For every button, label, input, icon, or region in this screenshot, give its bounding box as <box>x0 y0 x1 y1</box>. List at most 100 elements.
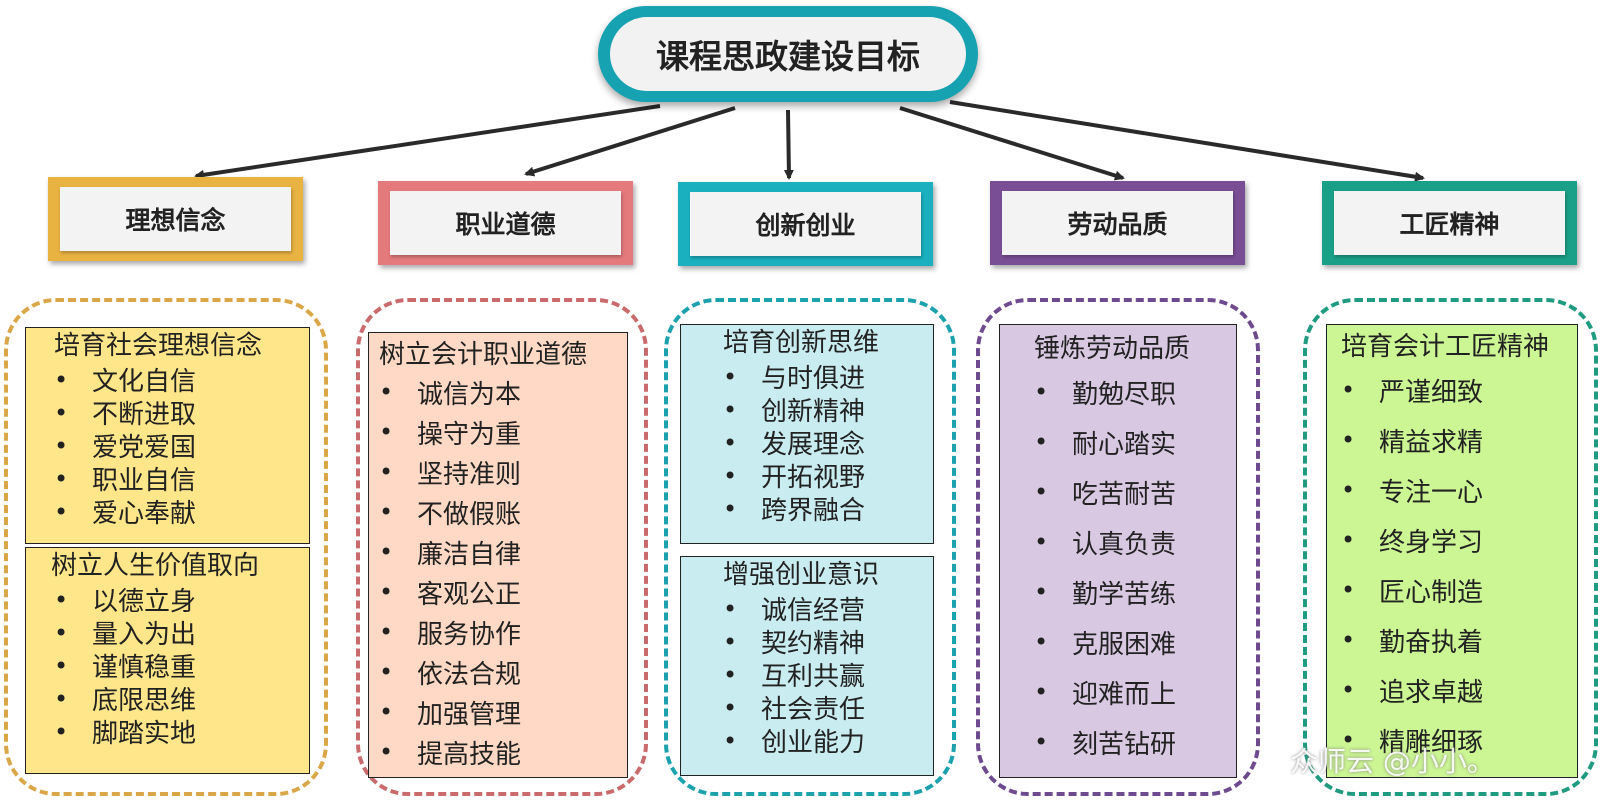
item-text: 精益求精 <box>1379 427 1484 458</box>
bullet: • <box>1034 478 1049 506</box>
category-lixiang: 理想信念 <box>48 177 303 261</box>
bullet: • <box>54 585 69 614</box>
item-text: 加强管理 <box>417 699 522 730</box>
bullet: • <box>379 698 394 726</box>
bullet: • <box>723 362 738 391</box>
list-item: •互利共赢 <box>681 658 933 693</box>
list-item: •职业自信 <box>26 462 309 497</box>
bullet: • <box>723 428 738 457</box>
list-item: •迎难而上 <box>1000 667 1236 717</box>
item-list: •与时俱进 •创新精神 •发展理念 •开拓视野 •跨界融合 <box>681 360 933 527</box>
item-text: 认真负责 <box>1072 529 1177 560</box>
item-text: 迎难而上 <box>1072 679 1177 710</box>
list-item: •与时俱进 <box>681 360 933 395</box>
bullet: • <box>1341 526 1356 554</box>
bullet: • <box>1034 628 1049 656</box>
item-text: 客观公正 <box>417 579 522 610</box>
group-box-chuangxin-siwei: 培育创新思维 •与时俱进 •创新精神 •发展理念 •开拓视野 •跨界融合 <box>680 324 934 544</box>
bullet: • <box>1341 626 1356 654</box>
item-text: 依法合规 <box>417 659 522 690</box>
group-box-rensheng-jiazhi: 树立人生价值取向 •以德立身 •量入为出 •谨慎稳重 •底限思维 •脚踏实地 <box>25 547 310 774</box>
list-item: •发展理念 <box>681 426 933 461</box>
bullet: • <box>1034 578 1049 606</box>
dashed-frame-col3 <box>664 298 956 796</box>
category-chuangxin: 创新创业 <box>678 182 933 266</box>
bullet: • <box>54 717 69 746</box>
bullet: • <box>1341 426 1356 454</box>
item-text: 追求卓越 <box>1379 677 1484 708</box>
bullet: • <box>54 684 69 713</box>
item-text: 严谨细致 <box>1379 377 1484 408</box>
bullet: • <box>1341 676 1356 704</box>
bullet: • <box>1034 428 1049 456</box>
item-list: •以德立身 •量入为出 •谨慎稳重 •底限思维 •脚踏实地 <box>26 583 309 750</box>
item-text: 克服困难 <box>1072 629 1177 660</box>
bullet: • <box>723 693 738 722</box>
group-box-laodong-pinzhi: 锤炼劳动品质 •勤勉尽职 •耐心踏实 •吃苦耐苦 •认真负责 •勤学苦练 •克服… <box>999 324 1237 778</box>
item-list: •严谨细致 •精益求精 •专注一心 •终身学习 •匠心制造 •勤奋执着 •追求卓… <box>1327 365 1577 765</box>
group-heading: 树立会计职业道德 <box>379 340 588 370</box>
item-text: 终身学习 <box>1379 527 1484 558</box>
category-title: 劳动品质 <box>1002 191 1233 255</box>
item-text: 专注一心 <box>1379 477 1484 508</box>
list-item: • 跨界融合 <box>681 492 933 527</box>
bullet: • <box>723 627 738 656</box>
item-text: 不断进取 <box>92 400 197 430</box>
item-text: 勤学苦练 <box>1072 579 1177 610</box>
list-item: • 谨慎稳重 <box>26 649 309 684</box>
item-text: 服务协作 <box>417 619 522 650</box>
item-text: 底限思维 <box>92 686 197 716</box>
item-text: 文化自信 <box>92 367 197 397</box>
list-item: • 坚持准则 <box>369 452 627 492</box>
arrow-to-col5 <box>949 100 1425 182</box>
item-text: 契约精神 <box>761 629 866 659</box>
list-item: •严谨细致 <box>1327 365 1577 415</box>
bullet: • <box>379 618 394 646</box>
bullet: • <box>1341 476 1356 504</box>
item-list: •诚信为本 •操守为重 •坚持准则 •不做假账 •廉洁自律 •客观公正 •服务协… <box>369 372 627 772</box>
item-text: 爱党爱国 <box>92 433 197 463</box>
item-text: 匠心制造 <box>1379 577 1484 608</box>
bullet: • <box>54 618 69 647</box>
group-heading: 树立人生价值取向 <box>51 551 260 581</box>
list-item: • 克服困难 <box>1000 617 1236 667</box>
list-item: • 吃苦耐苦 <box>1000 467 1236 517</box>
list-item: •勤勉尽职 <box>1000 367 1236 417</box>
bullet: • <box>1341 576 1356 604</box>
item-text: 跨界融合 <box>761 496 866 526</box>
list-item: •客观公正 <box>369 572 627 612</box>
item-text: 谨慎稳重 <box>92 653 197 683</box>
bullet: • <box>1341 726 1356 754</box>
category-laodong: 劳动品质 <box>990 181 1245 265</box>
list-item: • 服务协作 <box>369 612 627 652</box>
item-list: •勤勉尽职 •耐心踏实 •吃苦耐苦 •认真负责 •勤学苦练 •克服困难 •迎难而… <box>1000 367 1236 767</box>
item-list: •诚信经营 •契约精神 •互利共赢 •社会责任 •创业能力 <box>681 592 933 759</box>
bullet: • <box>379 378 394 406</box>
bullet: • <box>1034 728 1049 756</box>
category-title: 创新创业 <box>690 192 921 256</box>
category-zhiye: 职业道德 <box>378 181 633 265</box>
list-item: •社会责任 <box>681 691 933 726</box>
bullet: • <box>1034 528 1049 556</box>
list-item: •爱心奉献 <box>26 495 309 530</box>
bullet: • <box>54 651 69 680</box>
list-item: • 精益求精 <box>1327 415 1577 465</box>
bullet: • <box>54 365 69 394</box>
bullet: • <box>379 538 394 566</box>
dashed-frame-col1 <box>4 298 328 796</box>
arrow-to-col4 <box>899 106 1125 181</box>
list-item: •诚信为本 <box>369 372 627 412</box>
list-item: • 文化自信 <box>26 363 309 398</box>
bullet: • <box>723 494 738 523</box>
item-text: 坚持准则 <box>417 459 522 490</box>
root-node: 课程思政建设目标 <box>598 6 978 102</box>
list-item: • 精雕细琢 <box>1327 715 1577 765</box>
list-item: • 勤学苦练 <box>1000 567 1236 617</box>
bullet: • <box>379 458 394 486</box>
item-text: 精雕细琢 <box>1379 727 1484 758</box>
group-box-gongjiang-jingshen: 培育会计工匠精神 •严谨细致 •精益求精 •专注一心 •终身学习 •匠心制造 •… <box>1326 324 1578 778</box>
group-box-shehui-lixiang: 培育社会理想信念 •文化自信 •不断进取 •爱党爱国 •职业自信 •爱心奉献 <box>25 327 310 544</box>
group-heading: 培育会计工匠精神 <box>1341 332 1550 362</box>
item-text: 吃苦耐苦 <box>1072 479 1177 510</box>
